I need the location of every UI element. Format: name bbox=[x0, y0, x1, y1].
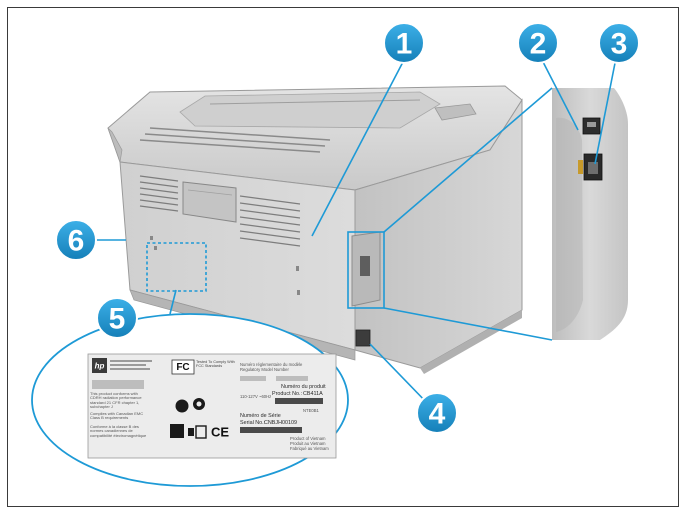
fcc-logo bbox=[171, 359, 195, 375]
leader-line-4 bbox=[369, 343, 431, 407]
callout-6: 6 bbox=[55, 219, 97, 261]
product-barcode bbox=[275, 398, 323, 404]
callout-3: 3 bbox=[598, 22, 640, 64]
product-line1: Numéro du produit bbox=[281, 384, 326, 390]
made-in-line2: Produit au Vietnam bbox=[290, 441, 326, 446]
svg-text:hp: hp bbox=[95, 362, 105, 371]
ce-mark: CE bbox=[211, 425, 229, 440]
reg-model-line2: Regulatory Model Number bbox=[240, 367, 289, 372]
label-location-box bbox=[146, 242, 207, 292]
regulatory-label-plate: hp This product conforms with CDRH radia… bbox=[87, 353, 337, 459]
serial-no: CNBJH00109 bbox=[264, 420, 297, 426]
compliance-canada-fr: Conforme à la classe B des normes canadi… bbox=[90, 425, 147, 438]
voltage-rating: 110-127V ~60Hz bbox=[240, 394, 271, 399]
serial-line2: Serial No.: bbox=[240, 420, 265, 426]
leader-line-2 bbox=[540, 57, 579, 131]
compliance-canada-emc: Complies with Canadian EMC Class B requi… bbox=[90, 412, 144, 421]
ports-zoom-panel bbox=[552, 88, 628, 340]
hp-logo bbox=[92, 358, 107, 373]
port-location-box bbox=[347, 231, 385, 309]
product-no: CB411A bbox=[303, 391, 323, 397]
svg-text:3: 3 bbox=[611, 28, 628, 61]
svg-text:FC: FC bbox=[176, 362, 189, 373]
label-code: NTE0B1 bbox=[303, 408, 319, 413]
callout-5: 5 bbox=[96, 297, 138, 339]
fcc-subtext: Tested To Comply With FCC Standards bbox=[196, 360, 235, 369]
made-in-line1: Product of Vietnam bbox=[290, 436, 326, 441]
weee-bin-icon bbox=[170, 424, 184, 438]
svg-text:4: 4 bbox=[429, 398, 446, 431]
svg-text:6: 6 bbox=[68, 225, 85, 258]
callout-1: 1 bbox=[383, 22, 425, 64]
compliance-texts: This product conforms with CDRH radiatio… bbox=[90, 392, 147, 438]
compliance-cdrh: This product conforms with CDRH radiatio… bbox=[90, 392, 142, 410]
reg-model-line1: Numéro réglementaire du modèle bbox=[240, 362, 303, 367]
made-in-line3: Fabriqué au Vietnam bbox=[290, 446, 329, 451]
power-socket bbox=[355, 329, 371, 347]
figure-frame bbox=[7, 7, 679, 507]
leader-line-1 bbox=[311, 59, 405, 237]
product-line2: Product No.: bbox=[272, 391, 302, 397]
callout-2: 2 bbox=[517, 22, 559, 64]
svg-text:5: 5 bbox=[109, 303, 126, 336]
serial-line1: Numéro de Série bbox=[240, 413, 281, 419]
recycle-symbol-icon bbox=[175, 399, 189, 413]
svg-text:1: 1 bbox=[396, 28, 413, 61]
serial-barcode bbox=[240, 427, 302, 433]
svg-text:2: 2 bbox=[530, 28, 547, 61]
leader-line-3 bbox=[594, 57, 617, 165]
callout-4: 4 bbox=[416, 392, 458, 434]
